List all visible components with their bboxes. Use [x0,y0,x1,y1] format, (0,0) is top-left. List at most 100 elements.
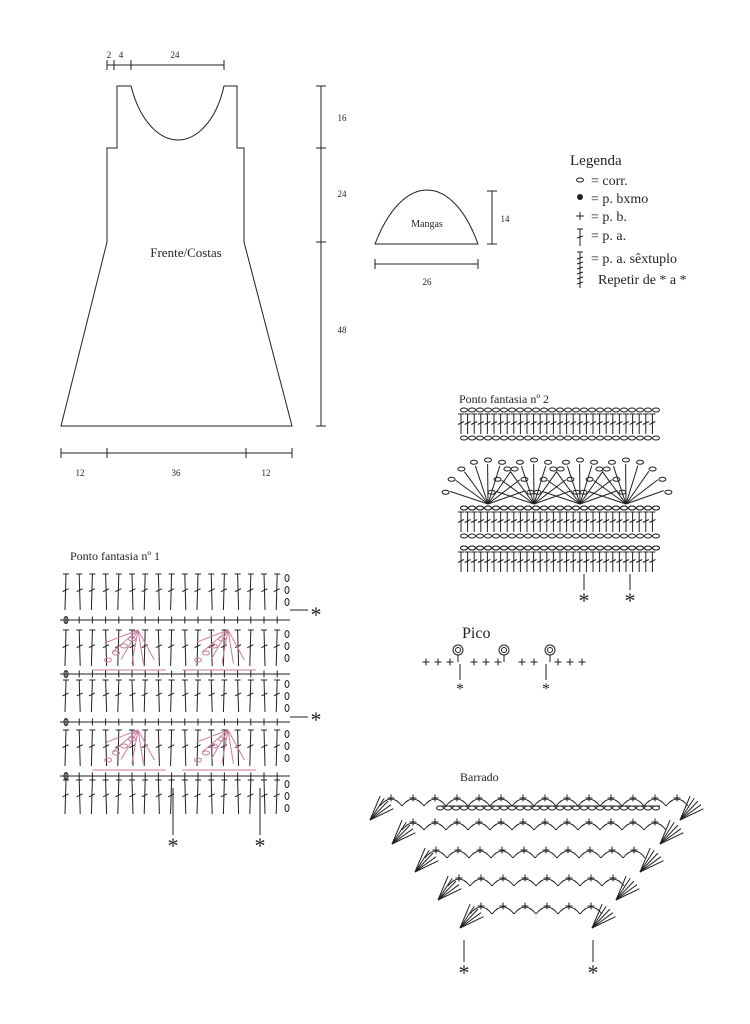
dim-middle: 24 [338,189,348,199]
double-crochet-icon [115,629,122,667]
stitch-line [569,559,577,563]
stitch-line [170,629,173,667]
dim-neck: 24 [171,50,181,60]
sleeve-width: 26 [423,277,433,287]
stitch-line [194,793,201,798]
double-crochet-icon [234,779,242,815]
chain-oval-icon [532,533,540,539]
chain-oval-icon [284,742,290,750]
stitch-line [609,519,617,523]
fan-stitch [487,465,501,505]
double-crochet-icon [76,679,83,713]
edge-stitch [615,880,635,901]
pink-stitch [111,729,139,753]
chain-oval-icon [566,476,575,482]
fan-stitch [612,465,627,505]
chain-oval-icon [612,435,620,441]
right-dimension-line: 16 24 48 [316,85,348,427]
fan-stitch [455,480,489,505]
chain-oval-icon [532,435,540,441]
edge-stitch [615,888,640,901]
stitch-line [642,559,650,563]
stitch-line [616,519,623,523]
plus-stitch-icon [475,794,483,802]
double-crochet-icon [208,679,215,713]
chain-oval-icon [492,505,500,511]
chain-oval-icon [596,505,604,511]
chain-oval-icon [492,435,500,441]
pink-stitch [120,729,139,760]
stitch-line [90,679,93,713]
stitch-line [76,793,83,798]
chain-oval-icon [503,466,512,472]
dim-gap: 4 [119,50,124,60]
edge-stitch [591,912,614,929]
chain-oval-icon [596,805,604,811]
plus-stitch-icon [446,658,454,666]
double-crochet-icon [530,551,537,572]
stitch-line [141,588,148,593]
double-crochet-icon [141,573,149,611]
stitch-line [510,519,518,523]
stitch-line [78,679,81,713]
stitch-line [129,588,136,593]
plus-stitch-icon [141,772,149,780]
chain-oval-icon [564,435,572,441]
double-crochet-icon [181,573,189,611]
stitch-line [622,421,630,425]
chain-oval-icon [484,457,492,463]
stitch-line [220,644,228,649]
double-crochet-icon [155,679,163,713]
double-crochet-icon [602,413,610,434]
stitch-line [78,629,81,667]
repeat-asterisk: * [542,681,550,698]
plus-stitch-icon [586,846,594,854]
plus-stitch-icon [470,658,478,666]
edge-stitch [391,828,414,845]
plus-stitch-icon [234,772,242,780]
plus-stitch-icon [181,670,189,678]
double-crochet-icon [220,679,228,713]
barrado-chart [369,794,704,929]
stitch-line [609,559,617,563]
chain-oval-icon [588,805,596,811]
stitch-line [115,793,122,798]
stitch-line [141,793,148,798]
plus-stitch-icon [220,670,228,678]
chain-oval-icon [564,545,572,551]
stitch-line [157,573,160,611]
plus-stitch-icon [609,874,617,882]
plus-stitch-icon [168,616,176,624]
chain-oval-icon [524,805,532,811]
chain-oval-icon [468,407,476,413]
chain-oval-icon [210,643,218,649]
fan-stitch [533,479,567,505]
stitch-line [484,421,491,425]
chain-oval-icon [604,545,612,551]
plus-stitch-icon [102,616,110,624]
double-crochet-icon [583,511,590,532]
stitch-line [222,573,225,611]
stitch-line [102,692,110,697]
repeat-marker-lines [172,574,631,962]
stitch-line [167,588,175,593]
stitch-line [208,744,215,749]
stitch-line [64,679,67,713]
plus-stitch-icon [629,794,637,802]
chain-oval-icon [524,407,532,413]
stitch-line [247,588,254,593]
chain-oval-icon [516,533,524,539]
plus-stitch-icon [387,794,395,802]
chain-oval-icon [585,476,594,482]
chain-oval-icon [112,650,120,656]
chain-oval-icon [487,489,496,495]
plus-stitch-icon [128,616,136,624]
stitch-line [222,779,225,815]
plus-stitch-icon [554,658,562,666]
stitch-line [589,559,597,563]
double-crochet-icon [129,779,136,815]
plus-stitch-icon [520,846,528,854]
stitch-line [563,559,570,563]
picot-loop [452,644,464,656]
edge-stitch [679,808,704,821]
